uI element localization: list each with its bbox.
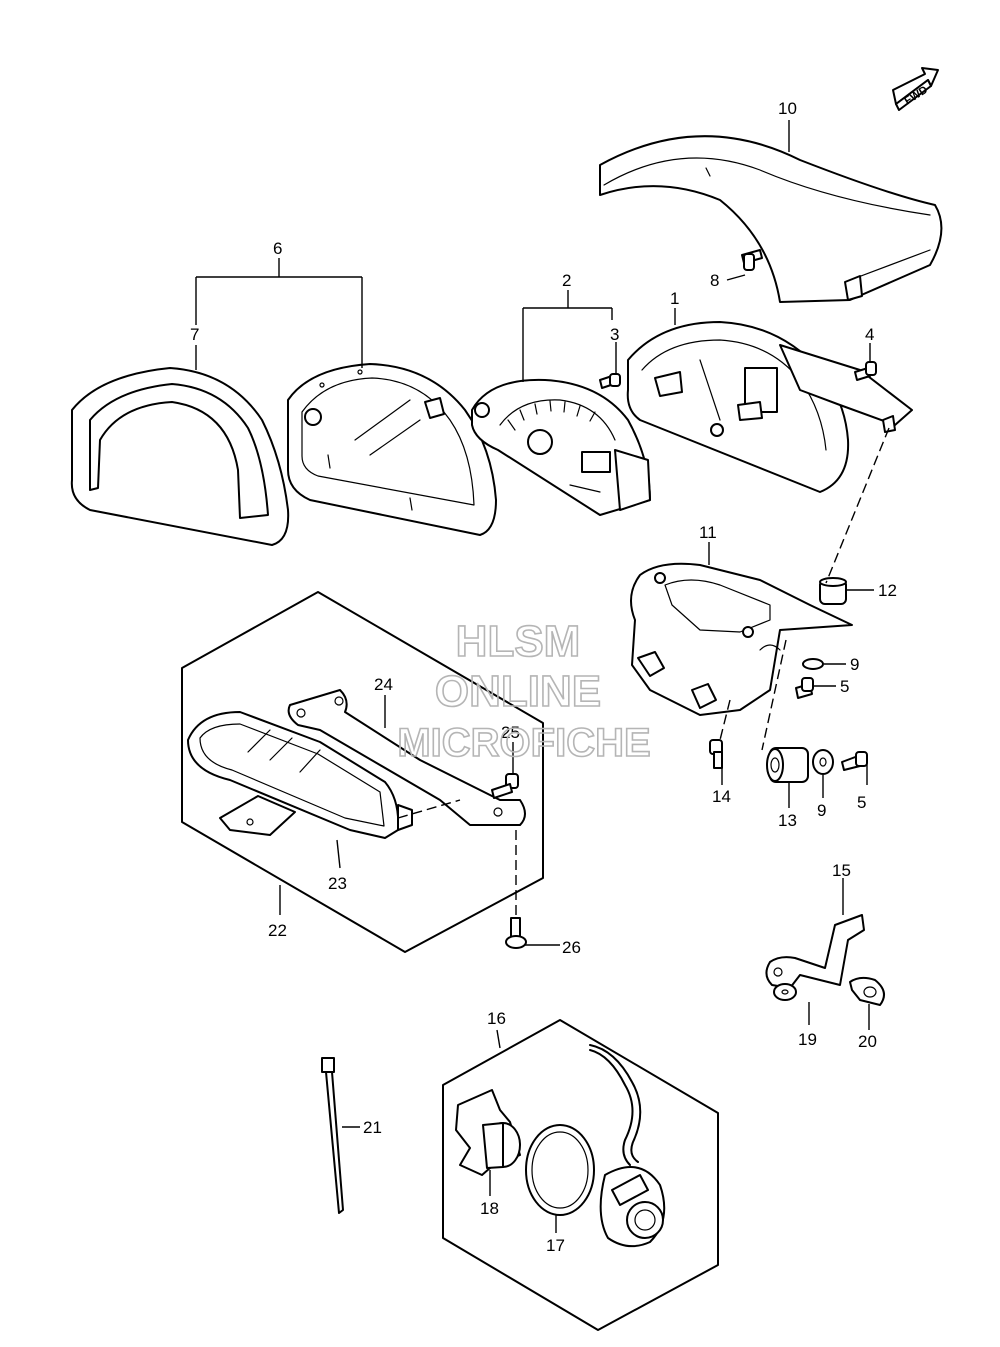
part-22-kit-outline <box>181 591 544 953</box>
fwd-arrow-icon: FWD <box>892 67 939 111</box>
watermark-line-3: MICROFICHE <box>397 721 650 765</box>
part-14-bolt <box>709 739 723 769</box>
part-9-washer-lower <box>812 749 834 775</box>
callout-21: 21 <box>363 1118 382 1137</box>
callout-15: 15 <box>832 861 851 880</box>
part-20-clamp <box>849 976 885 1006</box>
part-4-screw <box>854 361 877 381</box>
part-5-screw-lower <box>841 751 868 771</box>
part-24-bracket <box>287 689 526 826</box>
part-6-lens <box>287 363 497 536</box>
part-2-meter-unit <box>471 378 651 516</box>
callout-5-lower: 5 <box>857 793 866 812</box>
watermark-line-1: HLSM <box>456 617 581 666</box>
callout-19: 19 <box>798 1030 817 1049</box>
callout-13: 13 <box>778 811 797 830</box>
watermark-line-2: ONLINE <box>435 667 601 716</box>
part-21-cable-tie <box>321 1057 344 1214</box>
callout-5-upper: 5 <box>840 677 849 696</box>
callout-14: 14 <box>712 787 731 806</box>
callout-11: 11 <box>699 523 717 542</box>
part-19-washer <box>773 983 797 1001</box>
part-23-lens <box>187 711 413 839</box>
callout-7: 7 <box>190 325 199 344</box>
part-3-screw <box>599 373 621 389</box>
callout-1: 1 <box>670 289 679 308</box>
part-26-screw <box>505 917 527 949</box>
callout-20: 20 <box>858 1032 877 1051</box>
part-18-socket <box>455 1089 521 1176</box>
callout-26: 26 <box>562 938 581 957</box>
callout-12: 12 <box>878 581 897 600</box>
part-11-bracket <box>630 562 853 716</box>
part-10-meter-cover <box>599 135 943 303</box>
callout-23: 23 <box>328 874 347 893</box>
callout-9-upper: 9 <box>850 655 859 674</box>
callout-10: 10 <box>778 99 797 118</box>
part-9-washer-upper <box>802 658 824 670</box>
part-1-meter-case <box>626 321 913 493</box>
callout-2: 2 <box>562 271 571 290</box>
part-12-grommet <box>819 577 847 605</box>
watermark: HLSM ONLINE MICROFICHE <box>397 616 652 766</box>
part-16-socket-cord <box>589 1044 666 1248</box>
part-16-kit-outline <box>442 1019 719 1331</box>
leader-lines <box>195 120 890 1233</box>
part-7-frame <box>70 367 290 546</box>
callout-9-lower: 9 <box>817 801 826 820</box>
callout-8: 8 <box>710 271 719 290</box>
callout-17: 17 <box>546 1236 565 1255</box>
callout-16: 16 <box>487 1009 506 1028</box>
part-5-screw-upper <box>795 677 814 699</box>
callout-25: 25 <box>501 723 520 742</box>
callout-22: 22 <box>268 921 287 940</box>
callout-18: 18 <box>480 1199 499 1218</box>
part-15-bracket <box>765 914 865 989</box>
callout-3: 3 <box>610 325 619 344</box>
part-13-cushion <box>766 747 809 783</box>
part-8-screw <box>741 249 763 271</box>
callout-4: 4 <box>865 325 874 344</box>
callouts: 10 8 6 7 2 3 1 4 11 12 9 5 14 13 9 5 15 … <box>190 99 897 1255</box>
callout-24: 24 <box>374 675 393 694</box>
part-17-ring <box>525 1124 595 1216</box>
part-25-screw <box>491 773 519 799</box>
callout-6: 6 <box>273 239 282 258</box>
